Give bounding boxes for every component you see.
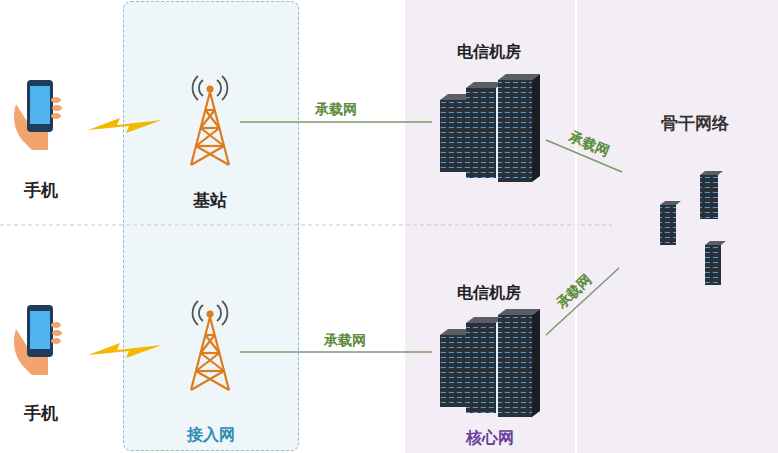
node-label: 核心网 — [466, 428, 514, 447]
edge-label: 承载网 — [315, 101, 357, 118]
phone-icon — [52, 105, 62, 111]
node-label: 骨干网络 — [661, 113, 729, 133]
tower-icon — [191, 76, 229, 165]
backbone-server-icon — [660, 171, 726, 285]
tower-icon — [217, 80, 221, 96]
edge-label: 承载网 — [566, 128, 611, 160]
server-icon — [440, 335, 466, 407]
node-label: 接入网 — [187, 425, 235, 444]
bearer-label: 承载网 — [324, 332, 366, 349]
phone-icon — [27, 80, 53, 132]
phone-icon — [30, 311, 50, 349]
tower-icon — [201, 352, 220, 354]
backbone-server-icon — [660, 205, 676, 245]
server-icon — [498, 315, 532, 417]
tower-icon — [199, 305, 203, 321]
phone-icon — [14, 305, 62, 375]
tower-icon — [193, 301, 198, 325]
bearer-line — [240, 351, 432, 353]
edge-label: 承载网 — [553, 271, 595, 312]
node-label: 电信机房 — [457, 283, 521, 302]
access-network-band: 接入网基站 — [123, 1, 299, 451]
server-icon — [440, 74, 540, 182]
backbone-server-icon — [660, 201, 681, 205]
bearer-connector — [546, 268, 619, 335]
node-label: 基站 — [193, 190, 227, 210]
node-label: 电信机房 — [457, 42, 521, 61]
tower-icon — [193, 76, 198, 100]
phone-icon — [51, 322, 61, 328]
backbone-server-icon — [705, 241, 726, 245]
phone-icon — [27, 305, 53, 357]
lightning-bolt — [88, 343, 162, 358]
tower-icon — [191, 301, 229, 390]
server-icon — [440, 100, 466, 172]
tower-icon — [196, 353, 219, 371]
tower-icon — [196, 145, 224, 147]
phone-icon — [51, 97, 61, 103]
server-icon — [440, 309, 540, 417]
phone-icon — [14, 80, 62, 150]
phone-icon — [51, 113, 61, 119]
backbone-server-icon — [700, 175, 718, 219]
server-icon — [532, 74, 540, 182]
node-label: 手机 — [24, 180, 58, 200]
backbone-server-icon — [700, 171, 723, 175]
tower-icon — [199, 80, 203, 96]
tower-icon — [217, 305, 221, 321]
tower-icon — [201, 353, 224, 371]
backbone-region — [577, 0, 778, 453]
phone-icon — [51, 338, 61, 344]
tower-icon — [196, 146, 229, 165]
tower-icon — [191, 146, 224, 165]
tower-icon — [196, 370, 224, 372]
phone-icon — [52, 330, 62, 336]
tower-icon — [201, 335, 215, 353]
server-icon — [466, 88, 496, 178]
region-divider — [575, 0, 577, 453]
tower-icon — [207, 311, 214, 318]
backbone-server-icon — [705, 245, 721, 285]
server-icon — [466, 323, 496, 413]
tower-icon — [191, 371, 224, 390]
lightning-bolt — [88, 118, 162, 133]
phone-icon — [30, 86, 50, 124]
server-icon — [532, 309, 540, 417]
tower-icon — [196, 371, 229, 390]
tower-icon — [201, 110, 215, 128]
tower-icon — [207, 86, 214, 93]
tower-icon — [196, 128, 219, 146]
tower-icon — [201, 127, 220, 129]
tower-icon — [222, 301, 227, 325]
tower-icon — [222, 76, 227, 100]
bearer-connector — [240, 121, 432, 123]
node-label: 手机 — [24, 403, 58, 423]
server-icon — [498, 80, 532, 182]
tower-icon — [201, 128, 224, 146]
row-divider — [0, 225, 612, 226]
